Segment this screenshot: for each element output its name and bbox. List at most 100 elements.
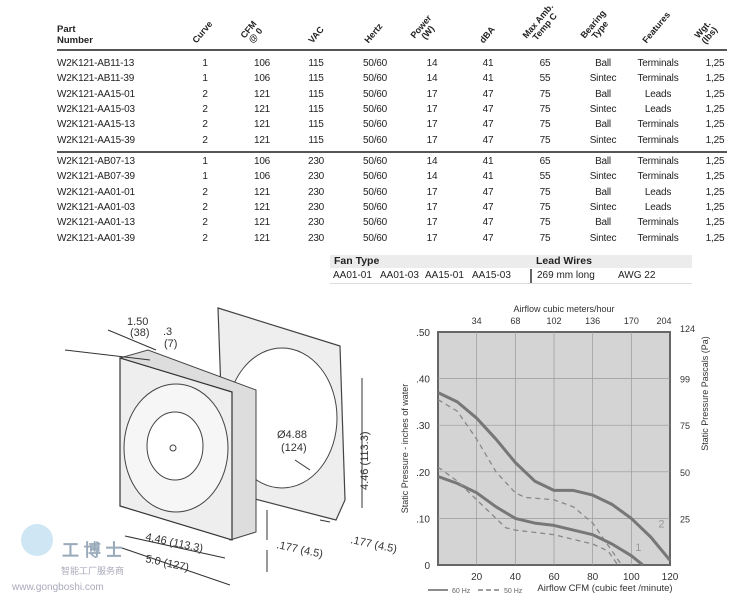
table-cell: 230 <box>307 156 325 167</box>
table-cell: 47 <box>482 186 494 198</box>
table-cell: 47 <box>482 201 494 213</box>
table-cell: Terminals <box>637 156 679 167</box>
table-cell: 14 <box>426 171 438 183</box>
table-cell: 14 <box>426 58 438 69</box>
table-cell: 1 <box>202 171 208 183</box>
table-cell: 115 <box>308 134 324 146</box>
table-cell: 2 <box>202 217 208 229</box>
table-cell: 115 <box>308 88 324 100</box>
table-cell: Sintec <box>589 201 617 213</box>
series-line <box>437 475 644 567</box>
table-cell: 1,25 <box>705 88 725 100</box>
table-cell: 50/60 <box>362 156 388 167</box>
table-cell: 47 <box>482 119 494 131</box>
table-cell: 1,25 <box>705 73 725 85</box>
table-cell: W2K121-AB11-13 <box>57 58 135 69</box>
table-cell: 75 <box>539 217 551 229</box>
table-cell: 47 <box>482 217 494 229</box>
table-cell: W2K121-AA01-01 <box>57 186 135 198</box>
header-weight: Wgt.(lbs) <box>692 19 719 46</box>
table-cell: 75 <box>539 232 551 244</box>
table-cell: 1,25 <box>705 119 725 131</box>
table-cell: 50/60 <box>362 119 388 131</box>
dimension-hole-spacing: 4.46 (113.3) <box>144 531 204 555</box>
table-cell: Leads <box>644 201 672 213</box>
table-cell: 1,25 <box>705 58 725 69</box>
table-cell: W2K121-AB07-39 <box>57 171 135 183</box>
x-tick-label: 100 <box>623 572 640 583</box>
fan-type-item: AA15-03 <box>472 270 511 281</box>
table-cell: Ball <box>595 217 611 229</box>
legend-dashed-label: 50 Hz <box>504 588 523 595</box>
table-cell: 17 <box>426 103 438 115</box>
y-tick-label: .40 <box>416 375 430 386</box>
table-cell: 17 <box>426 88 438 100</box>
table-cell: 106 <box>253 171 271 183</box>
table-cell: Sintec <box>589 232 617 244</box>
table-cell: 47 <box>482 103 494 115</box>
x-tick-label: 20 <box>471 572 483 583</box>
x2-axis-label: Airflow cubic meters/hour <box>513 304 614 314</box>
dimension-flange-mm: (7) <box>164 338 177 350</box>
divider <box>530 269 532 283</box>
x-tick-label: 120 <box>662 572 679 583</box>
table-cell: 106 <box>253 156 271 167</box>
table-cell: 75 <box>539 103 551 115</box>
table-cell: 47 <box>482 134 494 146</box>
fan-type-item: AA01-01 <box>333 270 372 281</box>
y-tick-label: .20 <box>416 468 430 479</box>
table-cell: W2K121-AB07-13 <box>57 156 135 167</box>
fan-axle <box>169 444 177 452</box>
header-hertz: Hertz <box>362 21 384 45</box>
table-cell: 230 <box>307 201 325 213</box>
table-cell: Leads <box>644 103 672 115</box>
table-cell: 47 <box>482 88 494 100</box>
x2-tick-label: 204 <box>656 316 671 326</box>
header-curve: Curve <box>190 19 215 45</box>
table-cell: W2K121-AA01-13 <box>57 217 135 229</box>
y2-tick-label: 124 <box>680 324 695 334</box>
table-cell: Ball <box>595 58 611 69</box>
x2-tick-label: 68 <box>510 316 520 326</box>
header-vac: VAC <box>306 25 325 45</box>
dimension-flange: .3 <box>163 326 172 338</box>
series-line <box>437 399 623 566</box>
table-cell: 14 <box>426 73 438 85</box>
header-power: Power(W) <box>408 13 440 46</box>
table-cell: 121 <box>253 88 271 100</box>
table-cell: 230 <box>307 171 325 183</box>
header-text: Part <box>57 24 76 35</box>
table-cell: Terminals <box>637 171 679 183</box>
y2-tick-label: 99 <box>680 375 690 385</box>
table-cell: 41 <box>482 156 494 167</box>
header-dba: dBA <box>477 24 497 45</box>
lead-wire-length: 269 mm long <box>537 270 595 281</box>
table-cell: 106 <box>253 58 271 69</box>
table-cell: 1 <box>202 156 208 167</box>
table-cell: 50/60 <box>362 134 388 146</box>
dimension-lines <box>64 329 363 586</box>
table-cell: 1,25 <box>705 156 725 167</box>
table-cell: 14 <box>426 156 438 167</box>
fan-type-table: Fan Type Lead Wires AA01-01 AA01-03 AA15… <box>330 255 692 284</box>
table-cell: 2 <box>202 232 208 244</box>
table-cell: 2 <box>202 88 208 100</box>
table-cell: Ball <box>595 186 611 198</box>
table-cell: 50/60 <box>362 73 388 85</box>
y-tick-label: .30 <box>416 421 430 432</box>
table-cell: W2K121-AA15-01 <box>57 88 135 100</box>
table-cell: 50/60 <box>362 217 388 229</box>
table-cell: W2K121-AA01-39 <box>57 232 135 244</box>
y-axis-label: Static Pressure - inches of water <box>400 384 410 514</box>
table-cell: Sintec <box>589 103 617 115</box>
x-tick-label: 60 <box>548 572 560 583</box>
header-text: dBA <box>477 24 497 45</box>
header-text: Curve <box>190 19 215 45</box>
